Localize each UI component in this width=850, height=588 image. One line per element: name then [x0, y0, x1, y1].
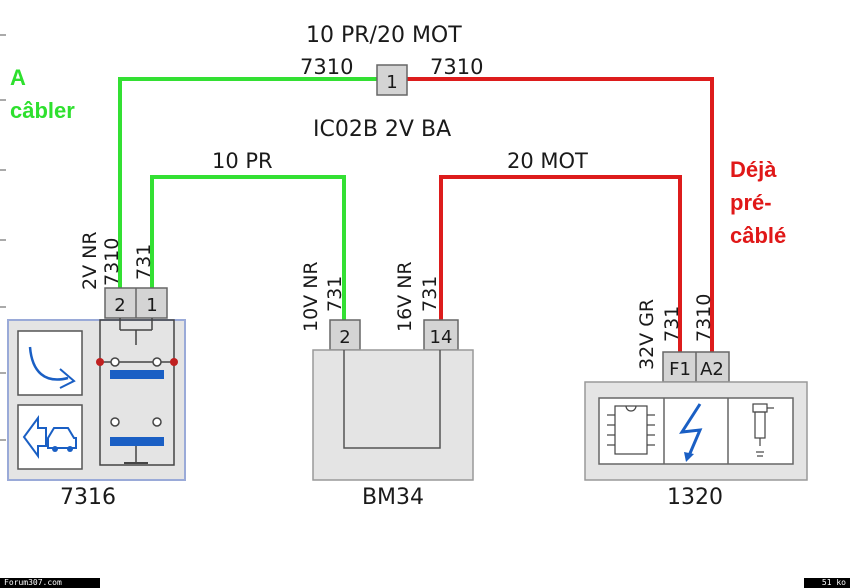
c1320-wire-a: 731 — [661, 306, 683, 342]
bm34-pin1: 2 — [339, 327, 350, 348]
component-7316: 2V NR 7310 731 2 1 — [7, 231, 186, 510]
connector-title: 10 PR/20 MOT — [306, 23, 462, 48]
injector-icon — [752, 403, 774, 457]
c1320-pin-b: A2 — [700, 359, 724, 380]
c7316-pin-a: 2 — [114, 295, 125, 316]
component-1320: 32V GR 731 7310 F1 A2 — [584, 294, 808, 510]
annotation-prewired-2: pré- — [730, 190, 772, 215]
margin-ticks — [0, 34, 6, 441]
sensor-curve-icon — [17, 330, 83, 396]
harness-label: IC02B 2V BA — [313, 117, 451, 142]
c7316-wire-b: 731 — [133, 244, 155, 280]
bm34-pin2: 14 — [430, 327, 453, 348]
car-reverse-icon — [17, 404, 83, 470]
bm34-conn2-label: 16V NR — [394, 261, 416, 332]
junction-connector: 1 — [376, 64, 408, 96]
lightning-icon — [679, 403, 703, 462]
chip-icon — [607, 405, 655, 455]
red-wire-7310 — [407, 77, 714, 352]
c1320-connector-label: 32V GR — [636, 299, 658, 370]
c1320-wire-b: 7310 — [693, 294, 715, 342]
footer-size: 51 ko — [804, 578, 850, 588]
green-wire-7310 — [118, 77, 377, 288]
annotation-prewired-3: câblé — [730, 223, 786, 248]
switch-icon — [96, 318, 178, 466]
c1320-pin-a: F1 — [669, 359, 691, 380]
c7316-name: 7316 — [60, 485, 116, 510]
c7316-wire-a: 7310 — [101, 238, 123, 286]
c7316-connector-label: 2V NR — [79, 231, 101, 290]
segment-label-pr: 10 PR — [212, 149, 273, 173]
c7316-pin-b: 1 — [146, 295, 157, 316]
component-bm34: 10V NR 731 16V NR 731 2 14 BM34 — [300, 261, 474, 510]
annotation-prewired-1: Déjà — [730, 157, 777, 182]
red-wire-20mot — [439, 175, 682, 352]
bm34-wire2: 731 — [419, 276, 441, 312]
wire-label-top-right: 7310 — [430, 55, 483, 79]
annotation-to-wire-1: A — [10, 65, 26, 90]
bm34-name: BM34 — [362, 485, 424, 510]
junction-pin: 1 — [386, 72, 397, 93]
wire-label-top-left: 7310 — [300, 55, 353, 79]
segment-label-mot: 20 MOT — [507, 149, 588, 173]
bm34-wire1: 731 — [324, 276, 346, 312]
green-wire-10pr — [150, 175, 346, 322]
c1320-name: 1320 — [667, 485, 723, 510]
footer-site: Forum307.com — [0, 578, 100, 588]
annotation-to-wire-2: câbler — [10, 98, 75, 123]
bm34-conn1-label: 10V NR — [300, 261, 322, 332]
